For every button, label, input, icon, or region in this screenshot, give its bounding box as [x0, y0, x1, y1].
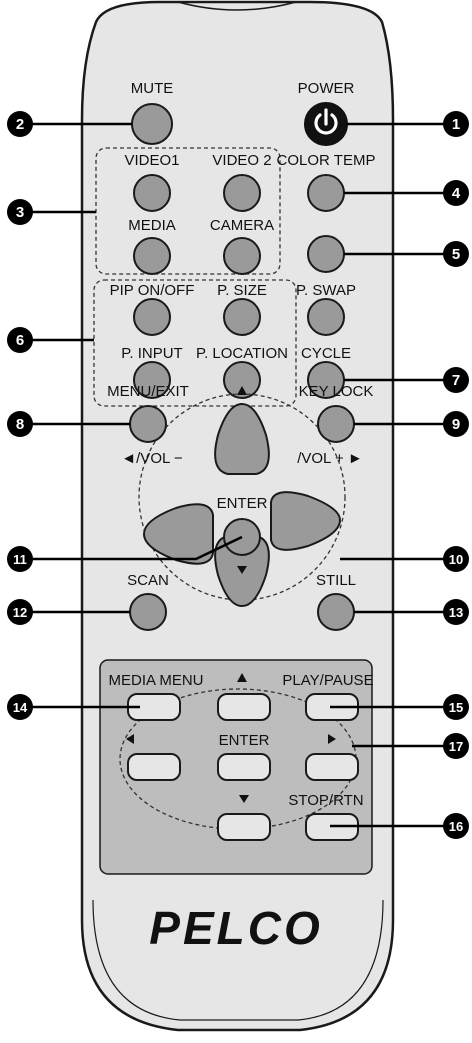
brand-logo: PELCO [149, 902, 322, 954]
svg-text:16: 16 [449, 819, 463, 834]
p-size-button[interactable] [223, 298, 261, 336]
callout-16: 16 [443, 813, 469, 839]
down-arrow-glyph-icon [237, 566, 247, 574]
callout-11-leader [20, 535, 243, 561]
still-button[interactable] [317, 593, 355, 631]
media-left-arrow-glyph-icon [126, 734, 134, 744]
media-label: MEDIA [128, 217, 176, 234]
video1-label: VIDEO1 [124, 152, 179, 169]
svg-text:7: 7 [452, 372, 460, 389]
callout-10: 10 [443, 546, 469, 572]
callout-15: 15 [443, 694, 469, 720]
pip-onoff-label: PIP ON/OFF [110, 282, 195, 299]
up-arrow-glyph-icon [237, 386, 247, 395]
callout-4: 4 [443, 180, 469, 206]
play-pause-label: PLAY/PAUSE [282, 672, 373, 689]
pip-group-outline [93, 279, 297, 407]
media-up-button[interactable] [217, 693, 271, 721]
svg-text:3: 3 [16, 204, 24, 221]
camera-button[interactable] [223, 237, 261, 275]
mute-label: MUTE [131, 80, 174, 97]
p-swap-label: P. SWAP [296, 282, 356, 299]
scan-label: SCAN [127, 572, 169, 589]
callout-5: 5 [443, 241, 469, 267]
svg-text:9: 9 [452, 416, 460, 433]
cycle-label: CYCLE [301, 345, 351, 362]
callout-11: 11 [7, 546, 33, 572]
svg-text:4: 4 [452, 185, 461, 202]
p-swap-button[interactable] [307, 298, 345, 336]
callout-9: 9 [443, 411, 469, 437]
callout-6: 6 [7, 327, 33, 353]
video2-button[interactable] [223, 174, 261, 212]
media-left-button[interactable] [127, 753, 181, 781]
callout-17: 17 [443, 733, 469, 759]
menu-exit-button[interactable] [129, 405, 167, 443]
key-lock-button[interactable] [317, 405, 355, 443]
svg-text:11: 11 [13, 552, 27, 567]
panel-enter-label: ENTER [219, 732, 270, 749]
media-up-arrow-glyph-icon [237, 673, 247, 682]
media-down-button[interactable] [217, 813, 271, 841]
color-temp-button[interactable] [307, 174, 345, 212]
pip-onoff-button[interactable] [133, 298, 171, 336]
media-button[interactable] [133, 237, 171, 275]
p-input-button[interactable] [133, 361, 171, 399]
power-icon [314, 108, 338, 135]
svg-text:8: 8 [16, 416, 24, 433]
svg-text:17: 17 [449, 739, 463, 754]
menu-exit-label: MENU/EXIT [107, 383, 189, 400]
vol-plus-label: /VOL + ► [297, 450, 363, 467]
media-down-arrow-glyph-icon [239, 795, 249, 803]
callout-2: 2 [7, 111, 33, 137]
callout-3: 3 [7, 199, 33, 225]
p-size-label: P. SIZE [217, 282, 267, 299]
video1-button[interactable] [133, 174, 171, 212]
mute-button[interactable] [131, 103, 173, 145]
svg-text:6: 6 [16, 332, 24, 349]
dpad-right-button[interactable] [270, 491, 342, 551]
svg-text:14: 14 [13, 700, 28, 715]
remote-body-inner-edge [92, 899, 384, 1021]
remote-top-notch [177, 1, 297, 11]
unlabeled-button[interactable] [307, 235, 345, 273]
svg-text:13: 13 [449, 605, 463, 620]
dpad-up-button[interactable] [214, 402, 270, 475]
svg-text:15: 15 [449, 700, 463, 715]
color-temp-label: COLOR TEMP [277, 152, 376, 169]
svg-text:1: 1 [452, 116, 460, 133]
callout-8: 8 [7, 411, 33, 437]
media-right-button[interactable] [305, 753, 359, 781]
callout-1: 1 [443, 111, 469, 137]
scan-button[interactable] [129, 593, 167, 631]
callout-7: 7 [443, 367, 469, 393]
dpad-left-button[interactable] [142, 503, 214, 565]
callout-12: 12 [7, 599, 33, 625]
enter-label: ENTER [217, 495, 268, 512]
p-input-label: P. INPUT [121, 345, 182, 362]
callout-13: 13 [443, 599, 469, 625]
video2-label: VIDEO 2 [212, 152, 271, 169]
media-enter-button[interactable] [217, 753, 271, 781]
svg-text:10: 10 [449, 552, 463, 567]
svg-text:12: 12 [13, 605, 27, 620]
camera-label: CAMERA [210, 217, 274, 234]
power-label: POWER [298, 80, 355, 97]
svg-text:2: 2 [16, 116, 24, 133]
p-location-label: P. LOCATION [196, 345, 288, 362]
key-lock-label: KEY LOCK [299, 383, 374, 400]
media-menu-label: MEDIA MENU [108, 672, 203, 689]
p-location-button[interactable] [223, 361, 261, 399]
vol-minus-label: ◄/VOL − [121, 450, 183, 467]
media-right-arrow-glyph-icon [328, 734, 336, 744]
still-label: STILL [316, 572, 356, 589]
svg-text:5: 5 [452, 246, 460, 263]
stop-rtn-label: STOP/RTN [288, 792, 363, 809]
callout-14: 14 [7, 694, 33, 720]
